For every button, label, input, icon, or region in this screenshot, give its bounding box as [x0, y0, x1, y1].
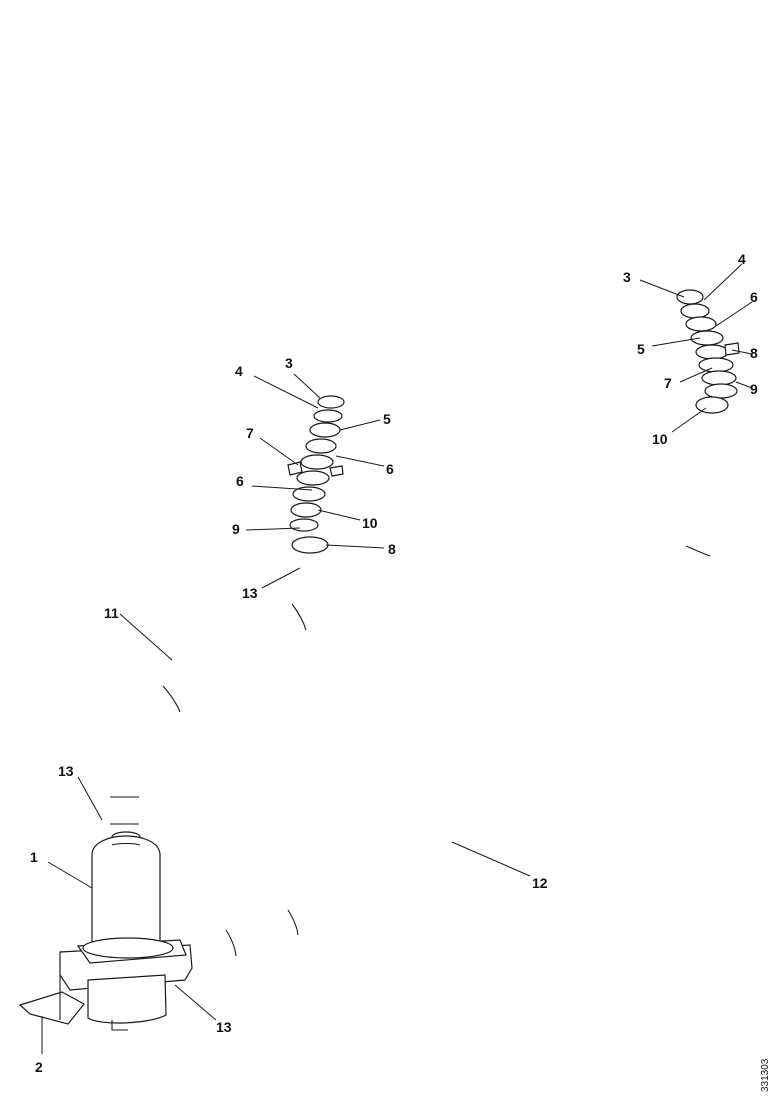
callout-12: 12	[532, 875, 548, 891]
callout-10-right: 10	[652, 431, 668, 447]
leader-lines	[41, 263, 753, 1054]
callout-2: 2	[35, 1059, 43, 1075]
callout-10-left: 10	[362, 515, 378, 531]
callout-13-base: 13	[216, 1019, 232, 1035]
callout-8-right: 8	[750, 345, 758, 361]
hose-12	[163, 383, 734, 970]
callout-5-left: 5	[383, 411, 391, 427]
left-fitting-stack	[287, 395, 345, 554]
callout-3-right: 3	[623, 269, 631, 285]
callout-8-left: 8	[388, 541, 396, 557]
callout-6-left-upper: 6	[386, 461, 394, 477]
callout-1: 1	[30, 849, 38, 865]
callout-7-left: 7	[246, 425, 254, 441]
callout-9-left: 9	[232, 521, 240, 537]
callout-3-left: 3	[285, 355, 293, 371]
callout-4-right: 4	[738, 251, 746, 267]
callout-13-left-top: 13	[242, 585, 258, 601]
callout-9-right: 9	[750, 381, 758, 397]
callout-4-left: 4	[235, 363, 243, 379]
callout-6-right: 6	[750, 289, 758, 305]
callout-11: 11	[104, 605, 119, 621]
right-fitting-stack	[676, 289, 740, 414]
hose-11	[110, 531, 334, 846]
callout-7-right: 7	[664, 375, 672, 391]
callout-6-left-lower: 6	[236, 473, 244, 489]
callout-13-left-clamp: 13	[58, 763, 74, 779]
callout-labels: 3 4 5 7 6 6 9 10 8 13 11 3 4 6 5 8 7 9 1…	[30, 251, 771, 1092]
callout-5-right: 5	[637, 341, 645, 357]
figure-reference: 331303	[760, 1058, 771, 1092]
canister-assembly	[18, 831, 193, 1031]
